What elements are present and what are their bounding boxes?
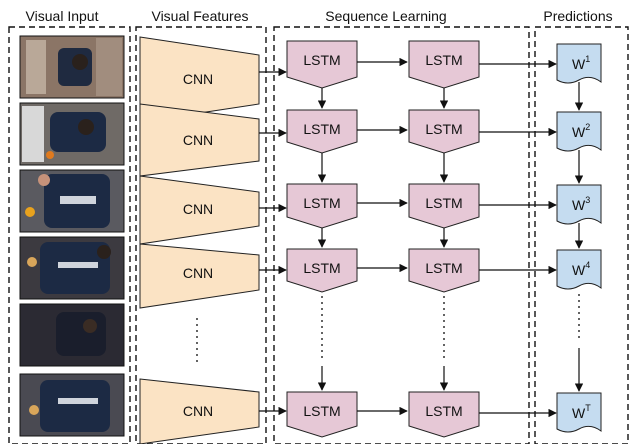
lstm-label: LSTM [425, 121, 462, 137]
lstm-label: LSTM [425, 403, 462, 419]
word-shape-1: W1 [556, 43, 602, 84]
header-visual-input: Visual Input [26, 8, 99, 24]
word-label: W4 [572, 260, 590, 278]
lstm-1-3: LSTM [286, 183, 358, 229]
lstm-1-1: LSTM [286, 40, 358, 89]
cnn-label: CNN [183, 71, 213, 87]
lstm-1-5: LSTM [286, 391, 358, 438]
lstm-2-5: LSTM [408, 391, 480, 438]
header-predictions: Predictions [543, 8, 612, 24]
word-label: W3 [572, 195, 590, 213]
cnn-block-2: CNN [139, 103, 260, 177]
cnn-block-5: CNN [139, 378, 260, 444]
predictions-box [534, 26, 629, 444]
lstm-label: LSTM [303, 260, 340, 276]
lstm-label: LSTM [425, 260, 462, 276]
lstm-label: LSTM [303, 121, 340, 137]
cnn-block-4: CNN [139, 243, 260, 309]
lstm-2-3: LSTM [408, 183, 480, 229]
video-frame-4 [19, 236, 125, 300]
lstm-2-1: LSTM [408, 40, 480, 89]
lstm-label: LSTM [303, 52, 340, 68]
cnn-label: CNN [183, 403, 213, 419]
word-label: W1 [572, 54, 590, 72]
sequence-learning-box [273, 26, 530, 444]
lstm-label: LSTM [425, 195, 462, 211]
cnn-label: CNN [183, 265, 213, 281]
lstm-2-4: LSTM [408, 248, 480, 293]
word-shape-5: WT [556, 392, 602, 433]
video-frame-5 [19, 303, 125, 367]
lstm-label: LSTM [303, 403, 340, 419]
lstm-2-2: LSTM [408, 109, 480, 154]
cnn-block-3: CNN [139, 175, 260, 245]
visual-features-box [135, 26, 267, 444]
word-shape-4: W4 [556, 249, 602, 290]
header-visual-features: Visual Features [151, 8, 248, 24]
lstm-1-2: LSTM [286, 109, 358, 154]
video-frame-3 [19, 169, 125, 233]
video-frame-1 [19, 35, 125, 99]
visual-input-box [8, 26, 131, 444]
video-frame-6 [19, 373, 125, 437]
cnn-label: CNN [183, 132, 213, 148]
cnn-block-1: CNN [139, 36, 260, 123]
lstm-label: LSTM [425, 52, 462, 68]
lstm-1-4: LSTM [286, 248, 358, 293]
lstm-label: LSTM [303, 195, 340, 211]
word-label: W2 [572, 122, 590, 140]
word-label: WT [572, 403, 591, 421]
word-shape-3: W3 [556, 184, 602, 225]
word-shape-2: W2 [556, 111, 602, 152]
cnn-label: CNN [183, 201, 213, 217]
video-frame-2 [19, 102, 125, 166]
header-sequence-learning: Sequence Learning [325, 8, 446, 24]
